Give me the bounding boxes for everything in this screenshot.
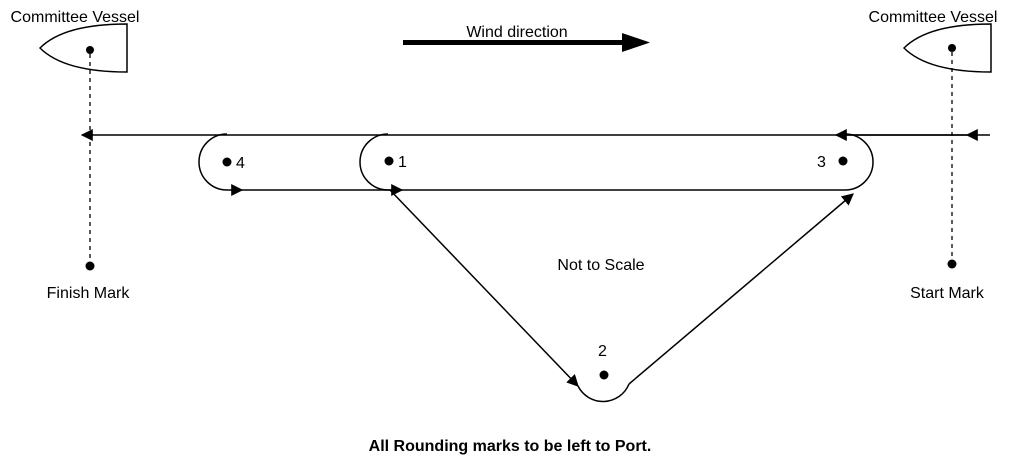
mark-2-dot	[599, 370, 609, 380]
mark-4: 4	[222, 155, 245, 172]
leg-1-to-2	[389, 189, 579, 387]
vessel-position-right	[948, 44, 956, 52]
mark-2: 2	[598, 343, 609, 380]
mark-4-dot	[222, 157, 232, 167]
vessel-hull-right-icon	[902, 23, 992, 73]
mark-2-label: 2	[598, 343, 607, 360]
mark-1-dot	[384, 156, 394, 166]
mark-3: 3	[817, 154, 848, 171]
not-to-scale-label: Not to Scale	[557, 257, 644, 274]
wind-arrow-shaft	[403, 40, 625, 45]
wind-arrow-head-icon	[622, 33, 650, 52]
finish-mark-label: Finish Mark	[47, 285, 131, 302]
leg-2-to-3	[628, 193, 854, 385]
start-mark-label: Start Mark	[910, 285, 985, 302]
leg-3-to-1	[390, 133, 874, 191]
rounding-mark-1	[359, 133, 404, 196]
rounding-mark-2	[577, 383, 630, 403]
committee-vessel-left: Committee Vessel	[11, 9, 140, 73]
mark-3-dot	[838, 156, 848, 166]
committee-vessel-right-label: Committee Vessel	[869, 9, 998, 26]
committee-vessel-right: Committee Vessel	[869, 9, 998, 73]
wind-direction-label: Wind direction	[466, 24, 567, 41]
vessel-hull-left-icon	[38, 23, 128, 73]
start-mark-dot	[947, 259, 957, 269]
course-path	[80, 129, 990, 403]
wind-indicator: Wind direction	[403, 24, 650, 52]
rounding-mark-4	[198, 133, 244, 196]
mark-1-label: 1	[398, 154, 407, 171]
mark-4-label: 4	[236, 155, 245, 172]
mark-1: 1	[384, 154, 407, 171]
mark-3-label: 3	[817, 154, 826, 171]
committee-vessel-left-label: Committee Vessel	[11, 9, 140, 26]
finish-mark-dot	[85, 261, 95, 271]
footer-note: All Rounding marks to be left to Port.	[369, 438, 652, 455]
vessel-position-left	[86, 46, 94, 54]
